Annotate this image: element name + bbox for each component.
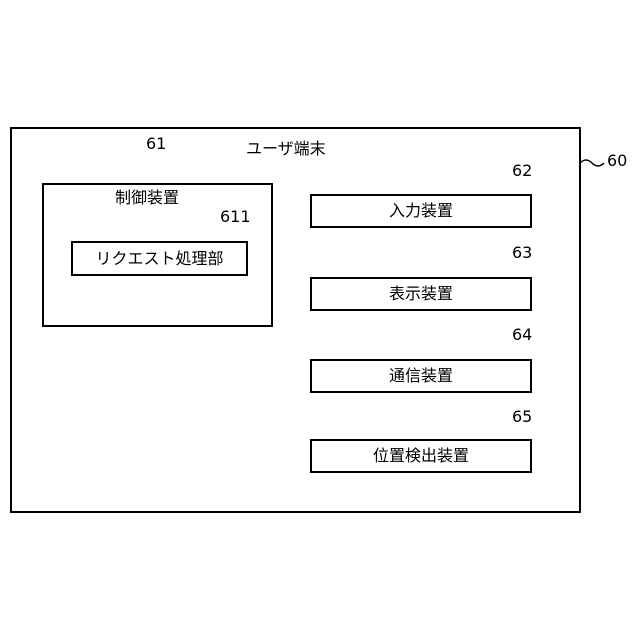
ref-label-611: 611 — [220, 207, 251, 227]
user-terminal-title: ユーザ端末 — [246, 139, 326, 159]
input-device-label: 入力装置 — [312, 196, 530, 226]
display-device-label: 表示装置 — [312, 279, 530, 309]
communication-device-box: 通信装置 — [310, 359, 532, 393]
request-processing-label: リクエスト処理部 — [73, 243, 246, 274]
communication-device-label: 通信装置 — [312, 361, 530, 391]
ref-label-62: 62 — [512, 161, 532, 181]
controller-label: 制御装置 — [115, 188, 179, 208]
position-detection-device-box: 位置検出装置 — [310, 439, 532, 473]
ref-label-60: 60 — [607, 151, 627, 171]
position-detection-device-label: 位置検出装置 — [312, 441, 530, 471]
ref-label-65: 65 — [512, 407, 532, 427]
leader-60 — [580, 160, 604, 166]
request-processing-box: リクエスト処理部 — [71, 241, 248, 276]
ref-label-64: 64 — [512, 325, 532, 345]
input-device-box: 入力装置 — [310, 194, 532, 228]
display-device-box: 表示装置 — [310, 277, 532, 311]
ref-label-61: 61 — [146, 134, 166, 154]
ref-label-63: 63 — [512, 243, 532, 263]
